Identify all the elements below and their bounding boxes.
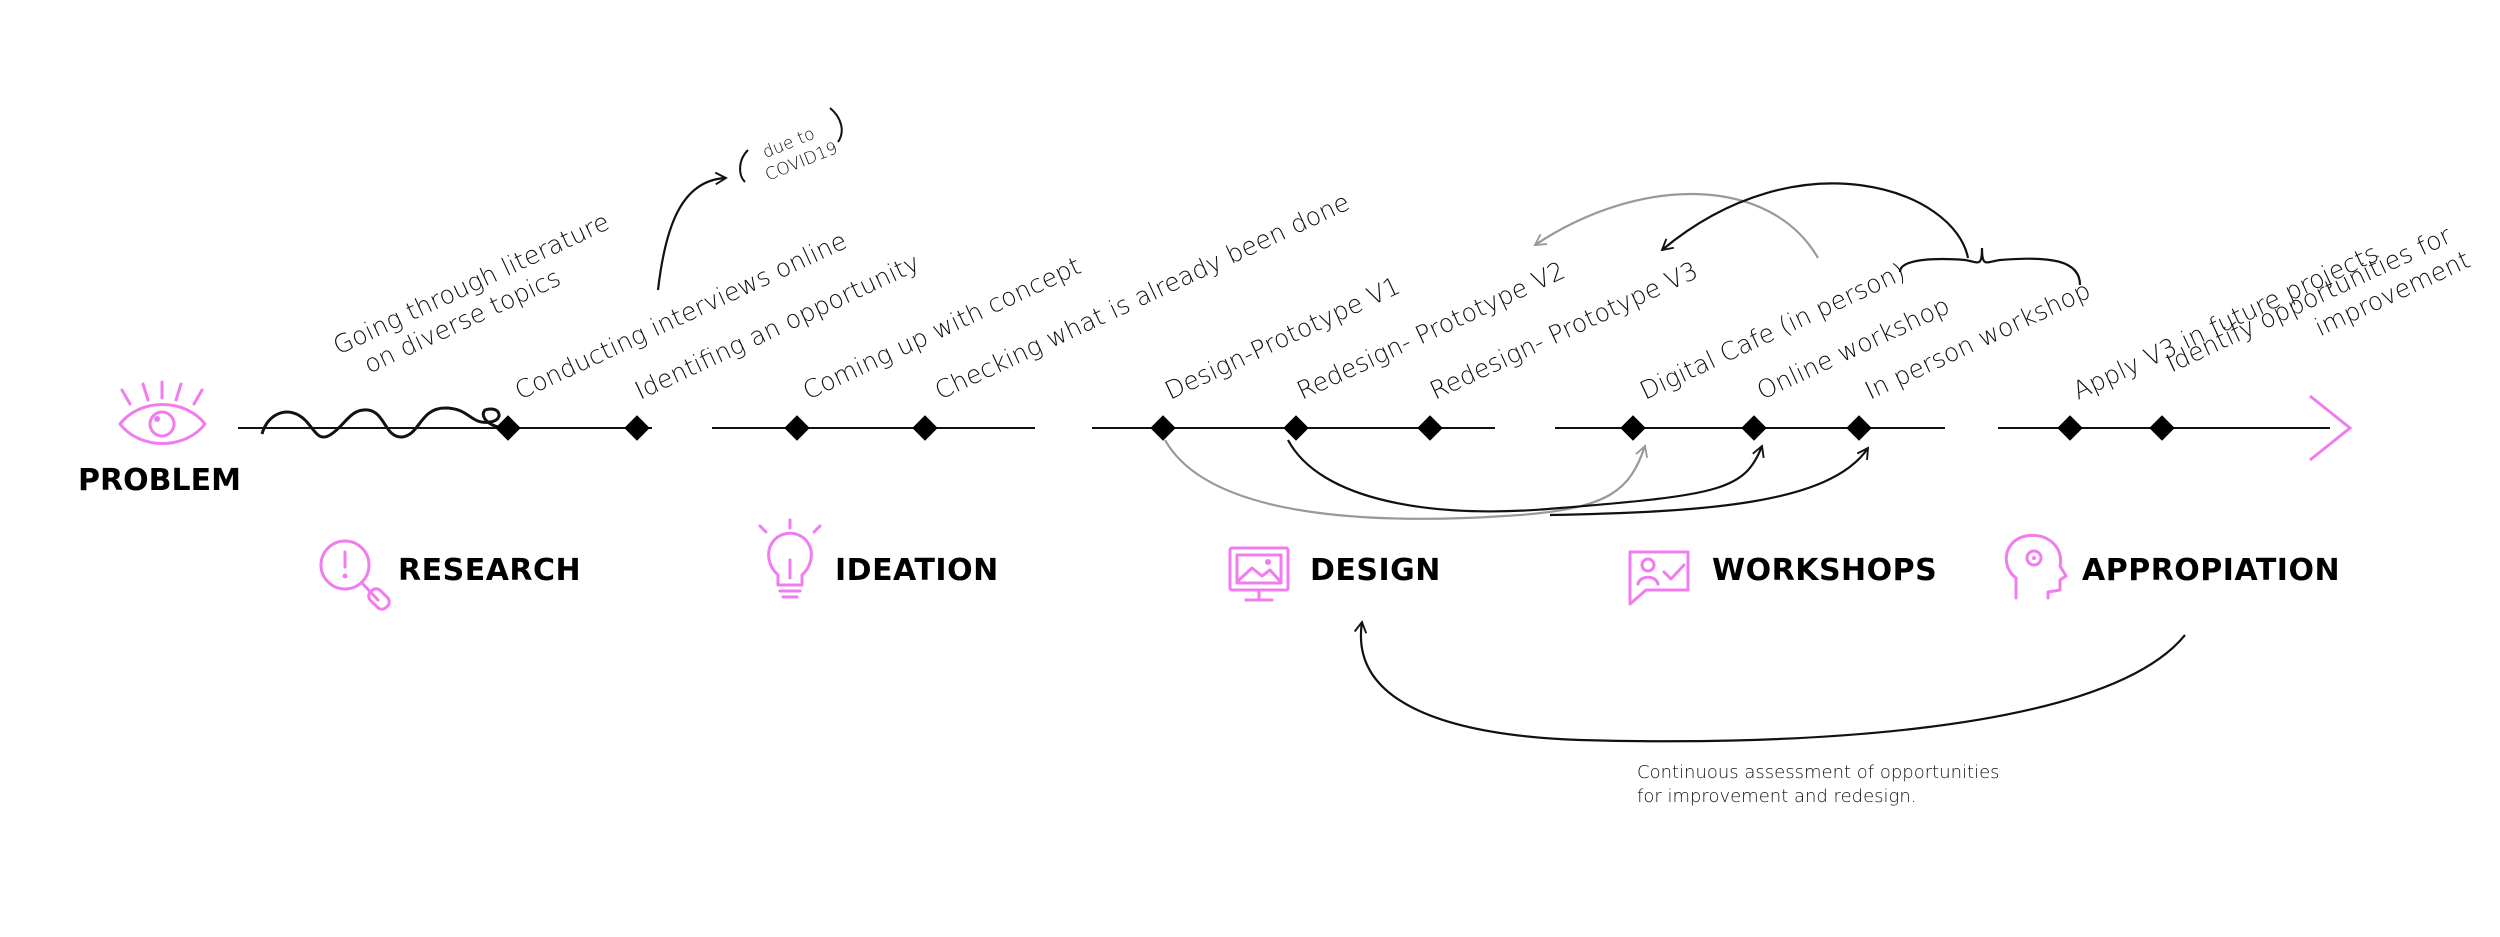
milestone-label: Design-Prototype V1 (1160, 271, 1404, 405)
problem-label: PROBLEM (78, 463, 241, 498)
milestone-marker (2057, 415, 2083, 441)
monitor-image-icon (1228, 546, 1290, 602)
phase-research: RESEARCH (319, 539, 581, 611)
chat-user-check-icon (1628, 550, 1690, 606)
milestone-marker (1741, 415, 1767, 441)
phase-ideation: IDEATION (758, 518, 999, 599)
arrow-appropiation-to-design (1353, 620, 2186, 743)
arrow-workshops-to-v3 (1660, 182, 1970, 259)
head-gear-icon (2004, 533, 2068, 600)
milestone-marker (1846, 415, 1872, 441)
phase-design: DESIGN (1228, 546, 1441, 602)
milestone-marker (2149, 415, 2175, 441)
milestone-label-line: Design-Prototype V1 (1160, 271, 1404, 405)
covid-bracket-open (739, 149, 749, 183)
milestone-marker (1417, 415, 1443, 441)
workshop-brace (1898, 247, 2082, 286)
eye-icon (118, 380, 207, 445)
arrow-v1-to-digital-cafe (1164, 439, 1649, 520)
arrow-digital-cafe-to-v2 (1533, 192, 1819, 259)
assessment-note-line-2: for improvement and redesign. (1637, 786, 1916, 807)
arrow-v2-to-online-workshop (1287, 439, 1765, 513)
lightbulb-icon (758, 518, 822, 599)
milestone-marker (1620, 415, 1646, 441)
timeline-end-arrow-icon (2309, 394, 2353, 462)
feedback-arrows (1164, 182, 2186, 743)
covid-bracket-close (829, 107, 843, 143)
phase-label-workshops: WORKSHOPS (1712, 553, 1937, 588)
assessment-note-line-1: Continuous assessment of opportunities (1637, 762, 2000, 783)
milestone-marker (784, 415, 810, 441)
arrow-to-in-person-workshop (1549, 446, 1870, 517)
covid-arrow (656, 171, 728, 291)
assessment-note: Continuous assessment of opportunities f… (1637, 762, 2000, 807)
phase-label-research: RESEARCH (398, 553, 581, 588)
magnifier-exclamation-icon (319, 539, 391, 611)
phase-label-appropiation: APPROPIATION (2082, 553, 2340, 588)
phase-appropiation: APPROPIATION (2004, 533, 2340, 600)
milestone-marker (1283, 415, 1309, 441)
milestone-marker (624, 415, 650, 441)
milestone-marker (912, 415, 938, 441)
problem-block: PROBLEM (78, 380, 241, 498)
milestone-label-line: Going through literature (329, 207, 614, 361)
phase-label-design: DESIGN (1310, 553, 1441, 588)
milestone-marker (495, 415, 521, 441)
phase-workshops: WORKSHOPS (1628, 550, 1937, 606)
research-squiggle (260, 406, 511, 439)
milestone-marker (1150, 415, 1176, 441)
phase-label-ideation: IDEATION (835, 553, 999, 588)
phases: RESEARCH IDEATION DES (319, 518, 2340, 611)
